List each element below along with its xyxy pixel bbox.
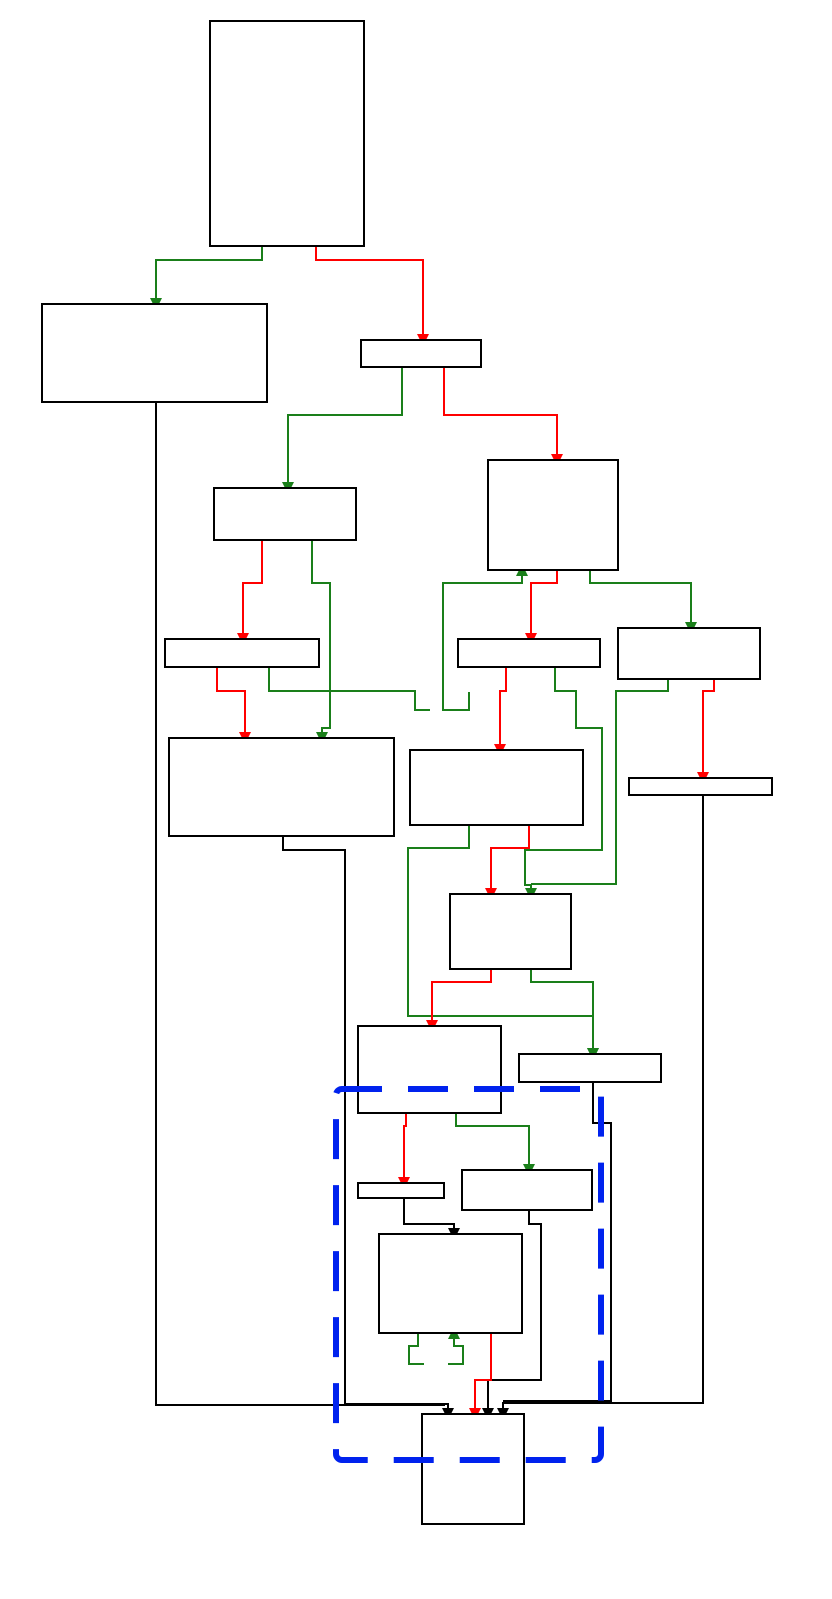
edge-false-n7-n10 [494, 667, 507, 756]
nodes [41, 20, 773, 1525]
edge-false-n13-n15 [398, 1113, 410, 1189]
edge-true-n5-n8 [589, 570, 697, 634]
node-left-block[interactable] [41, 303, 268, 403]
node-thin-right[interactable] [628, 777, 773, 796]
edge-true-n17-self [408, 1333, 424, 1365]
node-exit[interactable] [421, 1413, 525, 1525]
edge-n15-n17 [403, 1198, 460, 1240]
edge-false-n12-n13 [426, 969, 492, 1032]
edge-false-n5-n7 [525, 570, 558, 645]
edge-n16-exit [482, 1210, 542, 1420]
edge-n2-exit [155, 402, 445, 1406]
edge-false-n8-n11 [697, 679, 715, 784]
edge-false-n10-n12 [485, 825, 530, 900]
node-loop-right[interactable] [461, 1169, 593, 1211]
edge-true-n12-n14 [530, 969, 599, 1060]
edge-true-n6-loop [268, 667, 430, 711]
loop-region-outline [333, 1086, 604, 1463]
node-small-b[interactable] [457, 638, 601, 668]
edge-n14-exit [503, 1082, 612, 1402]
edge-true-n1-n2 [150, 246, 263, 310]
edge-n9-exit [282, 836, 454, 1420]
edge-true-n17-self-back [448, 1327, 464, 1365]
node-loop-header[interactable] [357, 1025, 502, 1114]
edge-true-n8-n12 [531, 679, 669, 885]
node-branch-3[interactable] [487, 459, 619, 571]
edge-false-n3-n5 [443, 367, 563, 466]
edge-true-back-n5 [442, 564, 528, 711]
edge-true-n7-n12 [524, 667, 603, 900]
edge-n11-exit [497, 795, 704, 1420]
edge-false-n1-n3 [315, 246, 429, 346]
edge-true-n13-n16 [455, 1113, 535, 1176]
node-right-a[interactable] [617, 627, 761, 680]
node-mid-block[interactable] [409, 749, 584, 826]
node-loop-body[interactable] [378, 1233, 523, 1334]
node-branch-1[interactable] [360, 339, 482, 368]
edge-false-n4-n6 [237, 540, 263, 645]
node-small-a[interactable] [164, 638, 320, 668]
edge-false-n17-exit [469, 1333, 492, 1420]
node-entry[interactable] [209, 20, 365, 247]
node-branch-2[interactable] [213, 487, 357, 541]
node-center[interactable] [449, 893, 572, 970]
node-loop-small[interactable] [357, 1182, 445, 1199]
edge-false-n6-n9 [216, 667, 251, 744]
node-thin-mid[interactable] [518, 1053, 662, 1083]
edge-true-n3-n4 [282, 367, 403, 494]
edge-true-n4-n9 [311, 540, 331, 744]
node-wide-block[interactable] [168, 737, 395, 837]
edges [150, 246, 715, 1420]
